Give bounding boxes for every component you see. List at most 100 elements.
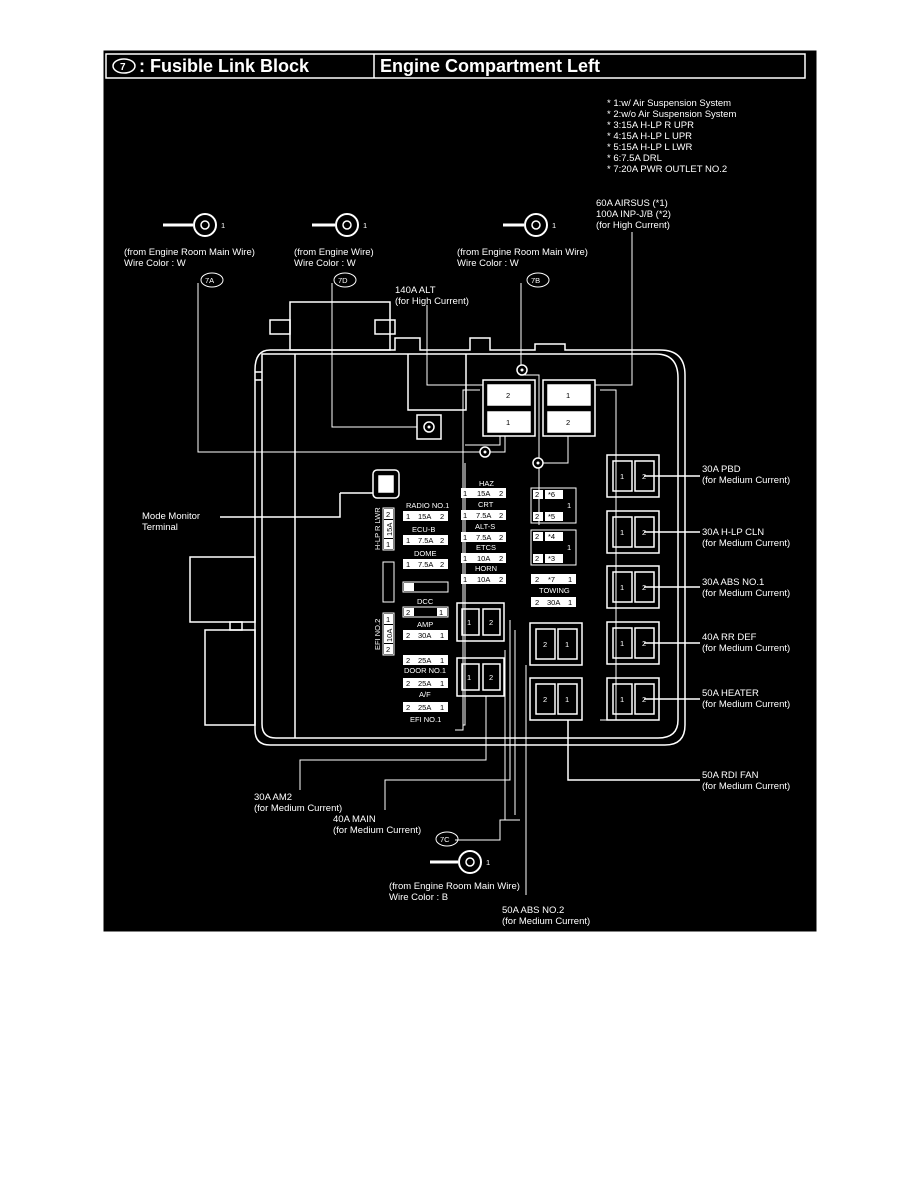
right-fuse-name: 30A ABS NO.1 (702, 577, 764, 588)
fuse-label: HAZ (479, 479, 494, 488)
abs-no2-label: (for Medium Current) (502, 916, 590, 927)
fuse-efi-no2: 1 2 EFI NO.2 10A (373, 612, 395, 656)
connector-id: 7D (338, 276, 348, 285)
connector-id: 7A (205, 276, 214, 285)
svg-text:2: 2 (440, 560, 444, 569)
svg-text:2: 2 (489, 618, 493, 627)
fuse-amp: 25A (418, 656, 431, 665)
svg-text:1: 1 (386, 540, 390, 549)
right-fuse-sub: (for Medium Current) (702, 699, 790, 710)
main-fuse-pair-left (482, 379, 536, 437)
diagram-frame (102, 49, 818, 933)
fuse-amp: 7.5A (476, 533, 491, 542)
housing-outline (189, 301, 686, 746)
svg-text:*3: *3 (548, 554, 555, 563)
fuse-label: H-LP R LWR (373, 507, 382, 550)
fuse-amp: 10A (477, 575, 490, 584)
note-item: * 3:15A H-LP R UPR (607, 120, 694, 131)
airsus-label: 60A AIRSUS (*1) (596, 198, 668, 209)
right-fuse-name: 40A RR DEF (702, 632, 757, 643)
svg-text:2: 2 (440, 536, 444, 545)
connector-id-badge (435, 831, 459, 847)
terminal-pin: 2 (566, 418, 570, 427)
header-title-right: Engine Compartment Left (380, 56, 600, 76)
fuse-amp: 7.5A (418, 560, 433, 569)
center-small-fuses: HAZ 1 15A 2 CRT 1 7.5A 2 ALT-S 1 7.5A 2 … (461, 479, 506, 584)
ring-terminal-icon (335, 213, 359, 237)
svg-text:1: 1 (620, 472, 624, 481)
svg-text:2: 2 (406, 656, 410, 665)
svg-text:2: 2 (642, 639, 646, 648)
right-fuse-column (567, 454, 700, 781)
pin-number: 1 (221, 221, 225, 230)
fuse-amp: 7.5A (476, 511, 491, 520)
svg-text:1: 1 (568, 575, 572, 584)
note-item: * 2:w/o Air Suspension System (607, 109, 736, 120)
note-item: * 7:20A PWR OUTLET NO.2 (607, 164, 727, 175)
fuse-label: ETCS (476, 543, 496, 552)
svg-text:1: 1 (565, 695, 569, 704)
svg-text:2: 2 (535, 554, 539, 563)
rdi-fan-label: 50A RDI FAN (702, 770, 759, 781)
bolt-terminal (516, 364, 528, 376)
abs-no2-label: 50A ABS NO.2 (502, 905, 564, 916)
svg-text:1: 1 (463, 554, 467, 563)
svg-text:2: 2 (642, 472, 646, 481)
svg-text:2: 2 (543, 640, 547, 649)
svg-text:1: 1 (439, 608, 443, 617)
right-fuse-sub: (for Medium Current) (702, 643, 790, 654)
header-badge-text: 7 (120, 62, 126, 73)
airsus-label: 100A INP-J/B (*2) (596, 209, 671, 220)
note-item: * 5:15A H-LP L LWR (607, 142, 693, 153)
fuse-label: DCC (417, 597, 434, 606)
svg-text:1: 1 (406, 560, 410, 569)
svg-text:1: 1 (463, 575, 467, 584)
am2-label: (for Medium Current) (254, 803, 342, 814)
svg-text:2: 2 (642, 528, 646, 537)
note-item: * 1:w/ Air Suspension System (607, 98, 731, 109)
svg-text:2: 2 (535, 575, 539, 584)
svg-text:2: 2 (386, 645, 390, 654)
fuse-label: CRT (478, 500, 494, 509)
main-fuse-pair-right (542, 379, 596, 437)
fuse-label: A/F (419, 690, 431, 699)
lower-fuse-column: DCC 2 1 AMP 2 30A 1 2 25A 1 DOOR NO.1 2 … (402, 597, 449, 724)
fuse-amp: 10A (385, 629, 394, 642)
header-bar (105, 53, 806, 79)
svg-text:1: 1 (567, 543, 571, 552)
fuse-label: TOWING (539, 586, 570, 595)
pin-number: 1 (486, 858, 490, 867)
svg-text:*4: *4 (548, 532, 555, 541)
svg-text:1: 1 (440, 679, 444, 688)
svg-text:1: 1 (620, 583, 624, 592)
svg-text:1: 1 (620, 695, 624, 704)
note-item: * 4:15A H-LP L UPR (607, 131, 692, 142)
connector-7c: 7C 1 (from Engine Room Main Wire) Wire C… (389, 831, 520, 903)
terminal-pin: 2 (506, 391, 510, 400)
svg-text:2: 2 (499, 554, 503, 563)
ring-terminal-icon (458, 850, 482, 874)
svg-text:2: 2 (642, 583, 646, 592)
svg-text:2: 2 (489, 673, 493, 682)
header-title-left: : Fusible Link Block (139, 56, 310, 76)
connector-desc: (from Engine Wire) (294, 247, 374, 258)
mode-monitor-label: Mode Monitor (142, 511, 200, 522)
alt-label: 140A ALT (395, 285, 436, 296)
svg-text:2: 2 (499, 489, 503, 498)
svg-text:1: 1 (620, 639, 624, 648)
fuse-label: DOOR NO.1 (404, 666, 446, 675)
connector-desc: (from Engine Room Main Wire) (389, 881, 520, 892)
svg-text:1: 1 (440, 631, 444, 640)
terminal-pin: 1 (566, 391, 570, 400)
ring-terminal-icon (524, 213, 548, 237)
fuse-label: EFI NO.1 (410, 715, 441, 724)
terminal-pin: 1 (506, 418, 510, 427)
right-fuse-name: 50A HEATER (702, 688, 759, 699)
fuse-label: RADIO NO.1 (406, 501, 449, 510)
svg-text:2: 2 (440, 512, 444, 521)
svg-text:2: 2 (406, 608, 410, 617)
svg-text:1: 1 (463, 489, 467, 498)
connector-id: 7B (531, 276, 540, 285)
right-fuse-sub: (for Medium Current) (702, 475, 790, 486)
